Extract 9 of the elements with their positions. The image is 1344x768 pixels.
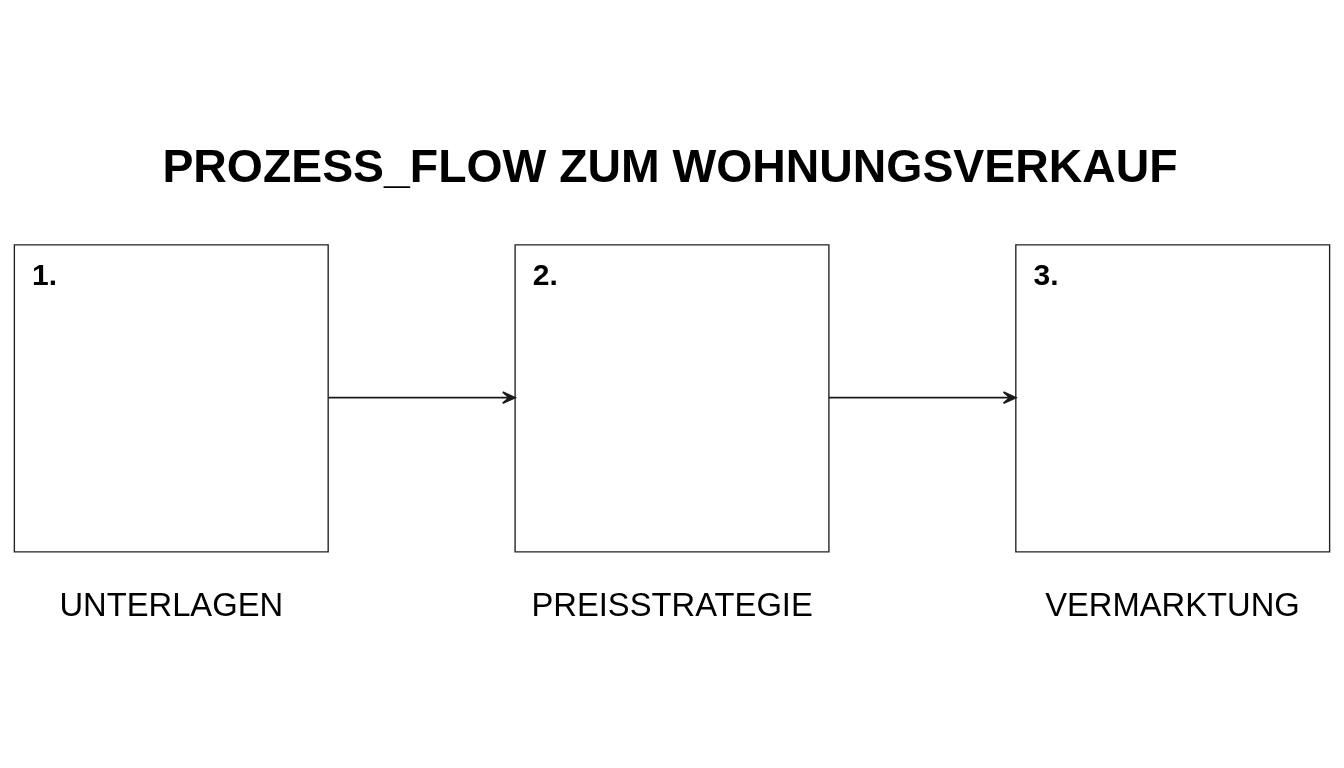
node-label: UNTERLAGEN	[59, 586, 284, 624]
diagram-title: PROZESS_FLOW ZUM WOHNUNGSVERKAUF	[162, 139, 1178, 192]
arrow	[327, 391, 516, 404]
node-box: 1.	[13, 244, 329, 553]
arrow	[828, 391, 1017, 404]
node-box: 3.	[1015, 244, 1331, 553]
node-label: PREISSTRATEGIE	[531, 586, 813, 624]
node-label: VERMARKTUNG	[1045, 586, 1300, 624]
node-box: 2.	[514, 244, 830, 553]
